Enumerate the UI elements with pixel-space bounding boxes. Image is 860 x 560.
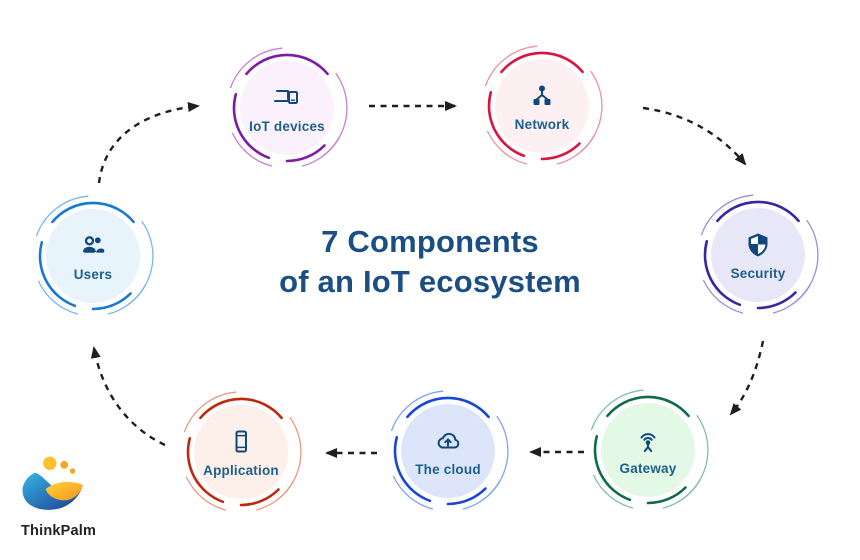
node-label: Users [73,266,113,282]
node-label: The cloud [415,461,481,477]
node-iot-devices: IoT devices [222,43,352,173]
node-label: IoT devices [249,118,325,134]
antenna-icon [640,432,656,452]
node-security: Security [693,190,823,320]
node-gateway: Gateway [583,385,713,515]
node-ring [590,389,709,509]
shield-icon [748,233,768,256]
cloud-upload-icon [437,432,460,448]
arrow-security-to-gateway [729,340,765,416]
thinkpalm-logo: ThinkPalm [18,454,128,539]
node-ring [390,390,509,510]
node-label: Application [203,462,279,478]
title-line-2: of an IoT ecosystem [279,264,581,299]
arrow-users-to-iot-devices [97,102,200,184]
node-label: Security [730,265,786,281]
page-title: 7 Components of an IoT ecosystem [215,222,645,302]
node-ring [484,45,603,165]
thinkpalm-logo-text: ThinkPalm [21,523,97,539]
node-the-cloud: The cloud [383,386,513,516]
arrow-network-to-security [642,106,747,166]
thinkpalm-logo-mark [22,456,83,510]
node-network: Network [477,41,607,171]
node-ring [229,47,348,167]
network-icon [533,85,551,105]
devices-icon [274,89,298,104]
node-label: Gateway [619,460,677,476]
node-ring [35,195,154,315]
arrow-application-to-users [90,346,166,447]
users-icon [83,235,105,253]
node-users: Users [28,191,158,321]
node-application: Application [176,387,306,517]
mobile-app-icon [235,430,247,452]
node-label: Network [514,116,570,132]
title-line-1: 7 Components [321,224,539,259]
